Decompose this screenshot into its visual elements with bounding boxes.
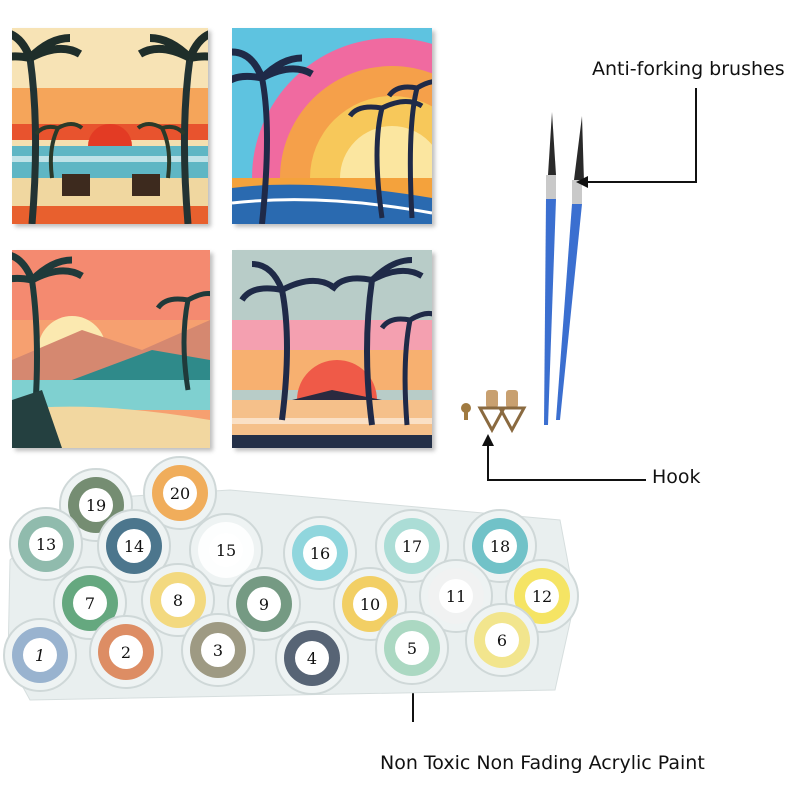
paint-pot-number: 6: [497, 631, 507, 650]
brushes-pointer-line: [582, 88, 697, 183]
paint-pot-number: 18: [490, 537, 510, 556]
paint-label: Non Toxic Non Fading Acrylic Paint: [380, 752, 705, 774]
paint-pot-19: 19: [59, 468, 133, 542]
paint-pointer-arrow: [407, 658, 419, 670]
paint-pot-8: 8: [141, 563, 215, 637]
paint-pot-number: 19: [86, 496, 106, 515]
canvas-beach-chairs: [12, 28, 208, 224]
paint-pot-number: 1: [35, 646, 45, 665]
canvas-dusk-palms: [232, 250, 432, 448]
paint-pot-12: 12: [505, 559, 579, 633]
hook-illustration: [461, 390, 527, 434]
paint-pot-3: 3: [181, 613, 255, 687]
brushes-label: Anti-forking brushes: [592, 58, 785, 80]
paint-pot-13: 13: [9, 507, 83, 581]
hook-label: Hook: [652, 466, 701, 488]
paint-pot-1: 1: [3, 618, 77, 692]
paint-pot-number: 5: [407, 639, 417, 658]
paint-pot-4: 4: [275, 621, 349, 695]
paint-pot-15: 15: [189, 513, 263, 587]
hook-pointer-arrow: [482, 434, 494, 446]
paint-pot-number: 17: [402, 537, 422, 556]
paint-pot-18: 18: [463, 509, 537, 583]
paint-pot-7: 7: [53, 566, 127, 640]
paint-pot-number: 13: [36, 535, 56, 554]
brushes-pointer-arrow: [576, 176, 588, 188]
paint-pot-number: 9: [259, 595, 269, 614]
canvas-bay-landscape: [12, 250, 210, 448]
paint-pot-20: 20: [143, 456, 217, 530]
paint-pot-number: 8: [173, 591, 183, 610]
paint-pot-number: 11: [446, 587, 466, 606]
paint-pot-number: 10: [360, 595, 380, 614]
paint-pot-number: 14: [124, 537, 144, 556]
hook-pointer-line: [487, 440, 646, 481]
paint-pot-5: 5: [375, 611, 449, 685]
canvas-colorful-sunset: [232, 28, 432, 224]
paint-pot-number: 2: [121, 643, 131, 662]
paint-pot-number: 4: [307, 649, 317, 668]
paint-pot-2: 2: [89, 615, 163, 689]
paint-pot-14: 14: [97, 509, 171, 583]
paint-pot-6: 6: [465, 603, 539, 677]
paint-pot-16: 16: [283, 516, 357, 590]
paint-pot-number: 20: [170, 484, 190, 503]
brush-right: [556, 116, 584, 420]
paint-pot-number: 12: [532, 587, 552, 606]
paint-pot-number: 3: [213, 641, 223, 660]
paint-pot-number: 7: [85, 594, 95, 613]
paint-pot-10: 10: [333, 567, 407, 641]
paint-pot-number: 15: [216, 541, 236, 560]
paint-tray: [7, 489, 576, 701]
paint-pot-9: 9: [227, 567, 301, 641]
paint-pot-number: 16: [310, 544, 330, 563]
paint-pot-17: 17: [375, 509, 449, 583]
brush-left: [544, 112, 556, 425]
paint-pot-11: 11: [419, 559, 493, 633]
